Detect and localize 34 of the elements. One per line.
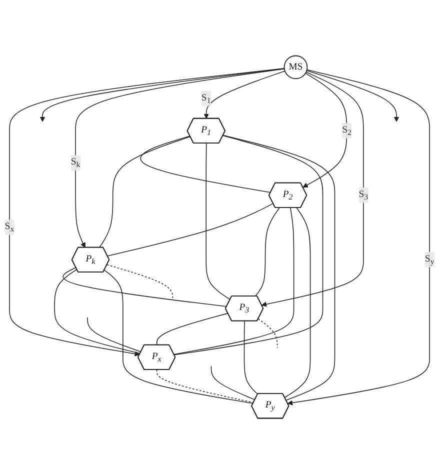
edge-label: S$_{k}$ [70, 156, 80, 170]
arrow [288, 69, 430, 406]
connector [140, 136, 272, 193]
arrow [204, 70, 286, 119]
connector [156, 369, 254, 403]
arrow [302, 72, 348, 188]
edge-label: S$_{y}$ [424, 254, 434, 266]
connector [62, 267, 228, 307]
connector [244, 320, 258, 395]
edge-label: S$_{2}$ [342, 124, 352, 137]
arrow [9, 68, 285, 356]
connector [174, 135, 324, 356]
connector [258, 318, 278, 349]
edge-label: S$_{1}$ [201, 92, 211, 105]
connector [87, 317, 142, 352]
connector [156, 312, 228, 346]
edge-label: S$_{x}$ [4, 221, 14, 234]
connector [54, 269, 141, 354]
connector [222, 134, 336, 401]
connector [106, 264, 174, 300]
connector [98, 136, 191, 248]
arrow [306, 70, 400, 122]
connector [210, 366, 256, 400]
connector [284, 207, 311, 398]
edge-label: S$_{3}$ [358, 189, 368, 202]
connector [104, 270, 254, 404]
connector [206, 143, 231, 300]
arrow [261, 72, 364, 307]
connector [107, 203, 274, 256]
connector [174, 207, 294, 355]
node-circle: MS [284, 55, 308, 80]
arrow [40, 68, 285, 122]
arrow [75, 68, 285, 248]
connector [254, 207, 280, 297]
